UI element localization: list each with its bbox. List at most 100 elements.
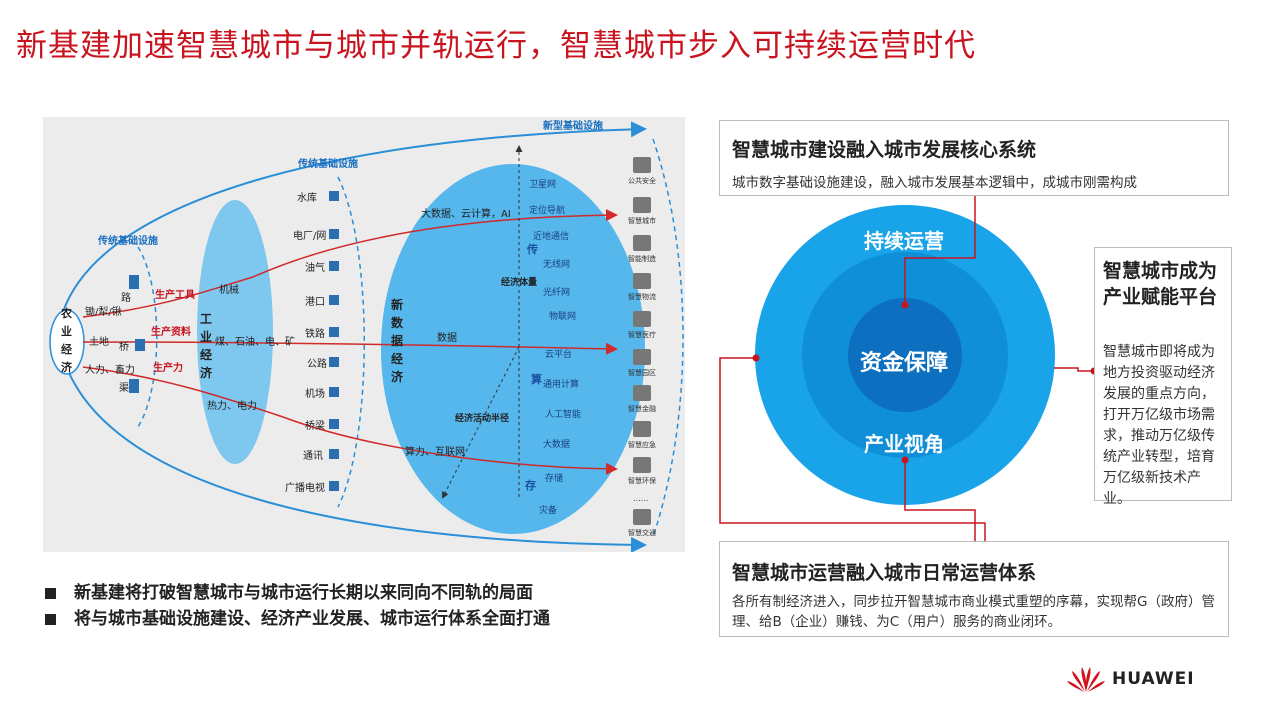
infra-item-4: 铁路 bbox=[305, 327, 325, 340]
bullet-item: 新基建将打破智慧城市与城市运行长期以来同向不同轨的局面 bbox=[45, 580, 550, 606]
infra-item-0: 水库 bbox=[297, 191, 317, 204]
data-vertical-0: 新 bbox=[391, 297, 403, 312]
new-item-11: 灾备 bbox=[539, 504, 557, 516]
infra-item-1: 电厂/网 bbox=[293, 229, 326, 242]
agri-item-labor: 人力、畜力 bbox=[85, 363, 135, 376]
bullet-item: 将与城市基础设施建设、经济产业发展、城市运行体系全面打通 bbox=[45, 606, 550, 632]
huawei-petal-icon bbox=[1067, 667, 1105, 692]
bullet-text: 新基建将打破智慧城市与城市运行长期以来同向不同轨的局面 bbox=[74, 583, 533, 603]
box-construction: 智慧城市建设融入城市发展核心系统 城市数字基础设施建设，融入城市发展基本逻辑中，… bbox=[719, 120, 1229, 196]
box-industry-text: 智慧城市即将成为地方投资驱动经济发展的重点方向，打开万亿级市场需求，推动万亿级传… bbox=[1103, 344, 1215, 507]
box-operation: 智慧城市运营融入城市日常运营体系 各所有制经济进入，同步拉开智慧城市商业模式重塑… bbox=[719, 541, 1229, 637]
factor-productivity: 生产力 bbox=[153, 361, 183, 374]
data-vertical-2: 据 bbox=[391, 333, 403, 348]
category-compute: 算 bbox=[530, 372, 542, 386]
box-construction-text: 城市数字基础设施建设，融入城市发展基本逻辑中，成城市刚需构成 bbox=[732, 175, 1137, 191]
industrial-item-resources: 煤、石油、电、矿 bbox=[215, 335, 295, 348]
data-item-data: 数据 bbox=[437, 331, 457, 344]
bullet-text: 将与城市基础设施建设、经济产业发展、城市运行体系全面打通 bbox=[74, 609, 550, 629]
page-title: 新基建加速智慧城市与城市并轨运行，智慧城市步入可持续运营时代 bbox=[16, 28, 976, 64]
infra-item-3: 港口 bbox=[305, 296, 325, 308]
new-item-4: 光纤网 bbox=[543, 286, 570, 298]
stage-label-new: 新型基础设施 bbox=[543, 119, 603, 132]
data-vertical-1: 数 bbox=[391, 315, 404, 330]
agri-item-tools: 锄/犁/锹 bbox=[85, 305, 122, 318]
funnel-bottom-line bbox=[62, 356, 647, 552]
infra-item-8: 通讯 bbox=[303, 450, 323, 462]
industrial-vertical-2: 经 bbox=[200, 347, 212, 362]
agri-vertical-2: 经 bbox=[61, 342, 72, 356]
city-service-9: ...... bbox=[633, 494, 648, 503]
industrial-item-machinery: 机械 bbox=[219, 283, 239, 296]
diagram-svg: 传统基础设施 传统基础设施 新型基础设施 农 业 经 济 锄/犁/锹 土地 人力… bbox=[49, 119, 684, 552]
agri-vertical-1: 业 bbox=[61, 324, 72, 338]
box-industry-platform: 智慧城市成为产业赋能平台 智慧城市即将成为地方投资驱动经济发展的重点方向，打开万… bbox=[1094, 247, 1232, 507]
inner-circle bbox=[848, 298, 962, 412]
stage-label-traditional-2: 传统基础设施 bbox=[297, 157, 358, 170]
box-operation-title: 智慧城市运营融入城市日常运营体系 bbox=[732, 562, 1037, 584]
transport-road: 路 bbox=[121, 291, 131, 304]
new-item-10: 存储 bbox=[545, 472, 563, 484]
new-item-0: 卫星网 bbox=[529, 179, 556, 190]
industrial-vertical-3: 济 bbox=[200, 365, 213, 380]
agri-vertical-3: 济 bbox=[61, 360, 73, 374]
new-item-2: 近地通信 bbox=[533, 230, 569, 242]
data-item-compute: 算力、互联网 bbox=[405, 445, 465, 458]
infra-item-9: 广播电视 bbox=[285, 481, 325, 494]
factor-tools: 生产工具 bbox=[155, 288, 195, 301]
data-vertical-4: 济 bbox=[391, 369, 404, 384]
new-item-9: 大数据 bbox=[543, 438, 570, 450]
outer-top-label: 持续运营 bbox=[864, 229, 944, 253]
data-vertical-3: 经 bbox=[391, 351, 403, 366]
new-item-8: 人工智能 bbox=[545, 408, 581, 420]
city-service-8: 智慧环保 bbox=[628, 476, 656, 485]
axis-volume-label: 经济体量 bbox=[501, 276, 537, 288]
new-item-7: 通用计算 bbox=[543, 378, 579, 390]
box-operation-text: 各所有制经济进入，同步拉开智慧城市商业模式重塑的序幕，实现帮G（政府）管理、给B… bbox=[732, 594, 1215, 630]
industrial-vertical-0: 工 bbox=[200, 312, 212, 326]
industrial-item-power: 热力、电力 bbox=[207, 399, 257, 412]
axis-radius-label: 经济活动半径 bbox=[455, 412, 509, 424]
center-label: 资金保障 bbox=[860, 351, 949, 376]
bullet-square-icon bbox=[45, 587, 56, 599]
infra-item-6: 机场 bbox=[305, 387, 325, 400]
industrial-ellipse bbox=[197, 200, 273, 464]
huawei-logo: HUAWEI bbox=[1066, 664, 1195, 694]
infra-item-7: 桥梁 bbox=[305, 419, 325, 432]
category-transmit: 传 bbox=[526, 242, 538, 256]
inner-bottom-label: 产业视角 bbox=[864, 432, 944, 456]
funnel-top-line bbox=[62, 121, 647, 313]
city-service-5: 智慧园区 bbox=[628, 368, 656, 377]
city-service-10: 智慧交通 bbox=[628, 528, 656, 537]
agri-vertical-0: 农 bbox=[60, 306, 72, 320]
data-item-bigdata: 大数据、云计算，AI bbox=[421, 207, 511, 220]
city-service-3: 智慧物流 bbox=[628, 292, 656, 301]
factor-materials: 生产资料 bbox=[151, 325, 191, 338]
box-construction-title: 智慧城市建设融入城市发展核心系统 bbox=[732, 139, 1037, 161]
city-service-7: 智慧应急 bbox=[628, 440, 656, 449]
stage-label-traditional-1: 传统基础设施 bbox=[97, 234, 158, 247]
industrial-vertical-1: 业 bbox=[200, 329, 212, 344]
city-service-6: 智慧金融 bbox=[628, 404, 656, 413]
infra-item-2: 油气 bbox=[305, 261, 325, 274]
city-service-4: 智慧医疗 bbox=[628, 330, 656, 339]
new-item-3: 无线网 bbox=[543, 258, 570, 270]
bullet-list: 新基建将打破智慧城市与城市运行长期以来同向不同轨的局面 将与城市基础设施建设、经… bbox=[45, 580, 550, 632]
city-service-1: 智慧城市 bbox=[628, 216, 656, 225]
box-industry-title: 智慧城市成为产业赋能平台 bbox=[1103, 260, 1218, 308]
bullet-square-icon bbox=[45, 613, 56, 625]
city-service-2: 智能制造 bbox=[628, 254, 656, 263]
infrastructure-evolution-diagram: 传统基础设施 传统基础设施 新型基础设施 农 业 经 济 锄/犁/锹 土地 人力… bbox=[43, 117, 685, 552]
new-item-5: 物联网 bbox=[549, 310, 576, 322]
infra-item-5: 公路 bbox=[307, 357, 327, 370]
transport-bridge: 桥 bbox=[119, 341, 129, 353]
category-store: 存 bbox=[525, 478, 536, 492]
city-service-0: 公共安全 bbox=[628, 176, 656, 185]
transport-canal: 渠 bbox=[119, 382, 129, 394]
agri-item-land: 土地 bbox=[89, 335, 109, 348]
new-item-6: 云平台 bbox=[545, 348, 572, 360]
huawei-wordmark: HUAWEI bbox=[1112, 669, 1195, 689]
data-ellipse bbox=[381, 164, 645, 534]
new-item-1: 定位导航 bbox=[529, 204, 565, 216]
